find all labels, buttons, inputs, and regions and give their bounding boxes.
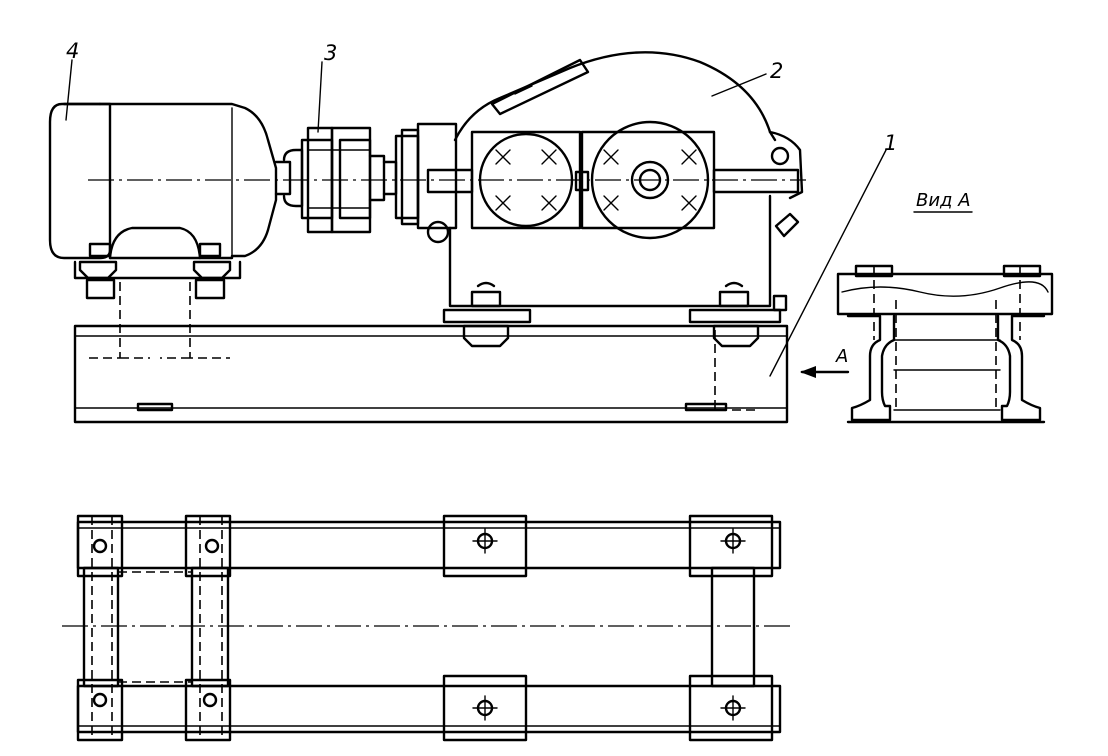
view-arrow-a: А [800,346,850,378]
part-label-2: 2 [770,59,783,83]
part-label-3: 3 [324,41,337,65]
view-arrow-label: А [835,346,848,367]
plan-bolts [92,528,746,721]
part-label-4: 4 [66,39,79,63]
part-label-1: 1 [884,131,897,155]
plan-view [62,514,790,742]
gear-reducer [394,51,804,348]
view-a-title: Вид А [916,190,971,211]
electric-motor [48,102,304,300]
front-elevation: 4 3 2 1 А [48,39,897,424]
side-view-a: Вид А [836,190,1054,424]
leader-lines [65,59,887,377]
base-frame [73,282,789,424]
